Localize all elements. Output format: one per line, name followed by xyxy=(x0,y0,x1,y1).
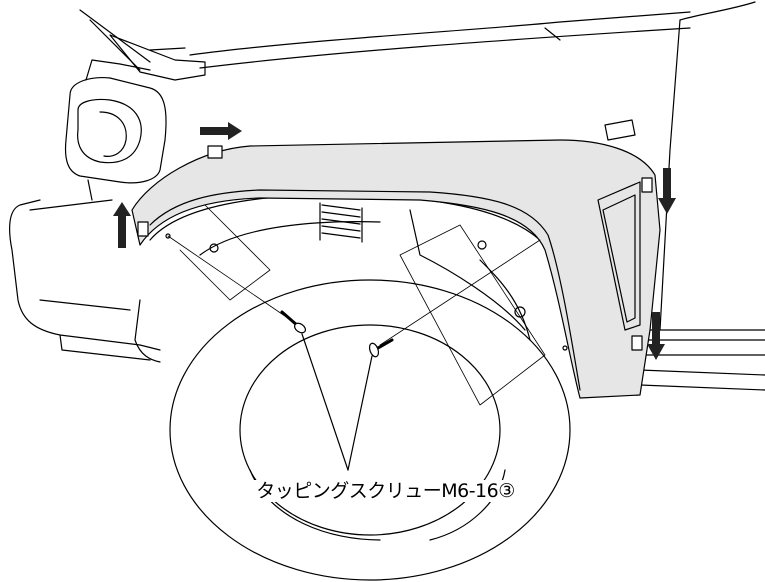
callout-leader xyxy=(301,333,373,471)
front-bumper xyxy=(9,199,161,361)
fender-clip-front xyxy=(137,221,149,237)
push-direction-arrow-icon xyxy=(647,312,665,360)
wheel xyxy=(169,279,571,581)
push-direction-arrow-icon xyxy=(658,168,676,214)
fender-flare xyxy=(131,139,661,399)
side-marker-lamp xyxy=(604,119,636,141)
headlight xyxy=(64,59,167,201)
inner-fender-liner xyxy=(134,194,541,363)
screw-hole-right xyxy=(562,345,568,351)
fender-clip-rear-upper xyxy=(641,177,653,193)
fender-side-vent xyxy=(597,181,641,331)
screw-leader-lines xyxy=(167,204,546,406)
push-direction-arrow-icon xyxy=(113,202,131,248)
screw-callout-text: タッピングスクリューM6-16③ xyxy=(252,480,519,502)
coil-spring xyxy=(319,202,363,243)
push-direction-arrow-icon xyxy=(200,122,242,140)
fender-inner-edge xyxy=(149,189,581,391)
tapping-screw-icon xyxy=(368,338,394,358)
hood-outline xyxy=(189,1,756,331)
screw-callout-label: タッピングスクリューM6-16③ xyxy=(0,476,765,503)
screw-hole-left xyxy=(165,233,171,239)
fender-clip-rear-lower xyxy=(631,335,643,351)
hood-latch xyxy=(79,9,206,81)
fender-clip-top xyxy=(207,145,223,159)
tapping-screw-icon xyxy=(280,310,307,334)
rocker-panel xyxy=(639,329,765,391)
